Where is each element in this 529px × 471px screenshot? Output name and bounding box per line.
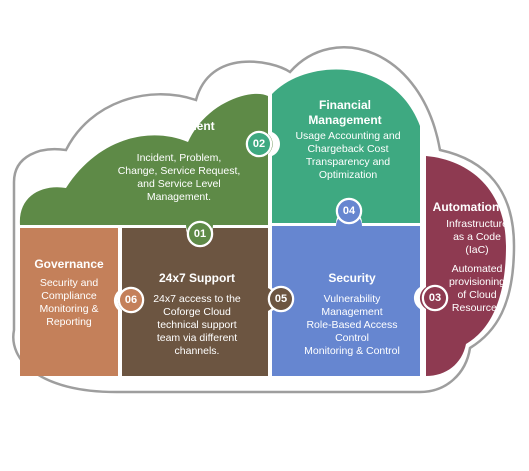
automation-piece <box>419 156 506 376</box>
governance-desc-line: Reporting <box>46 316 92 328</box>
automation-title: Automation <box>432 200 500 214</box>
automation-desc-line: Automated <box>451 263 503 275</box>
financial-management-description: Usage Accounting and Chargeback Cost Tra… <box>284 130 412 182</box>
knob-06 <box>120 289 142 311</box>
automation-desc-line: of Cloud <box>457 289 497 301</box>
automation-desc-line: Resources <box>451 302 503 314</box>
automation-desc-line: as a Code (IaC) <box>453 231 501 256</box>
governance-desc-line: Security and <box>39 277 99 289</box>
security-desc-line: Management <box>321 306 383 318</box>
security-desc-line: Control <box>335 332 369 344</box>
number-05: 05 <box>274 293 288 305</box>
number-04: 04 <box>342 205 356 217</box>
governance-title: Governance <box>34 257 104 271</box>
service-management-description: Incident, Problem, Change, Service Reque… <box>110 152 248 204</box>
service-management-desc-line: Incident, Problem, <box>136 152 222 164</box>
financial-management-title-2: Management <box>308 113 382 127</box>
service-management-title-2: Management <box>141 119 215 133</box>
financial-management-desc-line: Transparency and <box>305 156 391 168</box>
financial-management-desc-line: Optimization <box>318 169 378 181</box>
support-desc-line: technical support <box>157 319 237 331</box>
number-03: 03 <box>428 292 442 304</box>
security-piece <box>272 213 420 376</box>
financial-management-title-1: Financial <box>318 98 371 112</box>
knob-03 <box>424 287 446 309</box>
support-title: 24x7 Support <box>158 271 236 285</box>
puzzle-knob-outlines <box>117 130 449 314</box>
security-desc-line: Vulnerability <box>323 293 381 305</box>
support-desc-line: team via different <box>156 332 238 344</box>
financial-management-desc-line: Usage Accounting and <box>295 130 401 142</box>
governance-description: Security and Compliance Monitoring & Rep… <box>26 277 112 329</box>
governance-desc-line: Compliance <box>41 290 97 302</box>
security-desc-line: Monitoring & Control <box>304 345 400 357</box>
service-management-title-1: Service <box>156 104 200 118</box>
governance-desc-line: Monitoring & <box>39 303 99 315</box>
support-desc-line: Coforge Cloud <box>163 306 231 318</box>
knob-01 <box>189 223 211 245</box>
support-desc-line: 24x7 access to the <box>153 293 241 305</box>
support-description: 24x7 access to the Coforge Cloud technic… <box>140 293 254 358</box>
service-management-piece <box>19 93 273 239</box>
number-02: 02 <box>252 138 266 150</box>
service-management-block: Service Management <box>118 104 238 134</box>
number-06: 06 <box>124 294 138 306</box>
governance-piece <box>20 228 118 376</box>
knob-04 <box>338 200 360 222</box>
financial-management-piece <box>272 69 420 224</box>
financial-management-block: Financial Management <box>290 98 400 128</box>
security-description: Vulnerability Management Role-Based Acce… <box>290 293 414 358</box>
puzzle-knobs <box>120 133 446 311</box>
security-desc-line: Role-Based Access <box>306 319 398 331</box>
financial-management-desc-line: Chargeback Cost <box>307 143 389 155</box>
automation-description: Infrastructure as a Code (IaC) Automated… <box>444 218 510 315</box>
number-01: 01 <box>193 228 207 240</box>
automation-desc-line: Infrastructure <box>446 218 508 230</box>
knob-05 <box>270 288 292 310</box>
automation-desc-line: provisioning <box>448 276 506 288</box>
service-management-desc-line: Management. <box>146 191 212 203</box>
service-management-desc-line: Change, Service Request, <box>117 165 241 177</box>
security-title: Security <box>328 271 376 285</box>
support-desc-line: channels. <box>174 345 220 357</box>
knob-02 <box>248 133 270 155</box>
support-piece <box>117 228 275 376</box>
service-management-desc-line: and Service Level <box>137 178 221 190</box>
